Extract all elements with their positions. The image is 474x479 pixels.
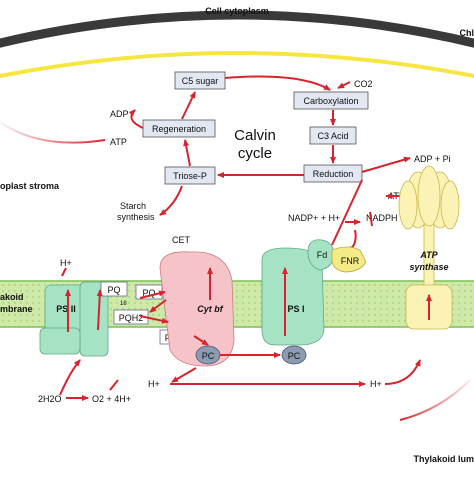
- starch-label-2: synthesis: [117, 212, 155, 222]
- h-lumen-left: H+: [148, 379, 160, 389]
- q18-label: 18: [120, 301, 127, 307]
- pc1-label: PC: [202, 351, 215, 361]
- membrane-label-1: akoid: [0, 292, 24, 302]
- calvin-title-2: cycle: [238, 145, 272, 162]
- lumen-return-arrow: [400, 380, 470, 420]
- chloroplast-label: Chl: [460, 28, 474, 38]
- o2-label: O2 + 4H+: [92, 394, 131, 404]
- water-label: 2H2O: [38, 394, 62, 404]
- nadp-label: NADP+ + H+: [288, 213, 340, 223]
- adp-pi-label: ADP + Pi: [414, 154, 451, 164]
- h-ps2-label: H+: [60, 258, 72, 268]
- calvin-title-1: Calvin: [234, 127, 276, 144]
- starch-label-1: Starch: [120, 201, 146, 211]
- pq1-label: PQ: [107, 285, 120, 295]
- regeneration-label: Regeneration: [152, 124, 206, 134]
- atp-label: ATP: [110, 137, 127, 147]
- reduction-label: Reduction: [313, 169, 354, 179]
- pc2-label: PC: [288, 351, 301, 361]
- atp-synthase-label-2: synthase: [409, 262, 448, 272]
- c5-sugar-box: C5 sugar: [175, 72, 225, 89]
- outer-envelope: [0, 15, 474, 48]
- lumen-arrows: [60, 360, 420, 398]
- co2-label: CO2: [354, 79, 373, 89]
- regeneration-box: Regeneration: [143, 120, 215, 137]
- reduction-box: Reduction: [304, 165, 362, 182]
- stroma-label: oplast stroma: [0, 181, 60, 191]
- cet-label: CET: [172, 235, 191, 245]
- triose-label: Triose-P: [173, 171, 207, 181]
- h-lumen-right: H+: [370, 379, 382, 389]
- fd-label: Fd: [317, 250, 328, 260]
- fnr-label: FNR: [341, 256, 360, 266]
- ps1-label: PS I: [287, 304, 304, 314]
- ps2-label: PS II: [56, 304, 76, 314]
- triose-box: Triose-P: [165, 167, 215, 184]
- adp-label: ADP: [110, 109, 129, 119]
- entry-arrow: [0, 122, 105, 143]
- lumen-label: Thylakoid lum: [413, 454, 474, 464]
- cytoplasm-label: Cell cytoplasm: [205, 6, 269, 16]
- inner-envelope: [0, 53, 474, 80]
- c5-sugar-label: C5 sugar: [182, 76, 219, 86]
- c3-acid-box: C3 Acid: [310, 127, 356, 144]
- membrane-label-2: mbrane: [0, 304, 33, 314]
- cytbf-label: Cyt bf: [197, 304, 224, 314]
- c3-acid-label: C3 Acid: [317, 131, 348, 141]
- carboxylation-box: Carboxylation: [294, 92, 368, 109]
- atp-synthase-label-1: ATP: [419, 250, 438, 260]
- carboxylation-label: Carboxylation: [303, 96, 358, 106]
- pqh2-1-label: PQH2: [119, 313, 144, 323]
